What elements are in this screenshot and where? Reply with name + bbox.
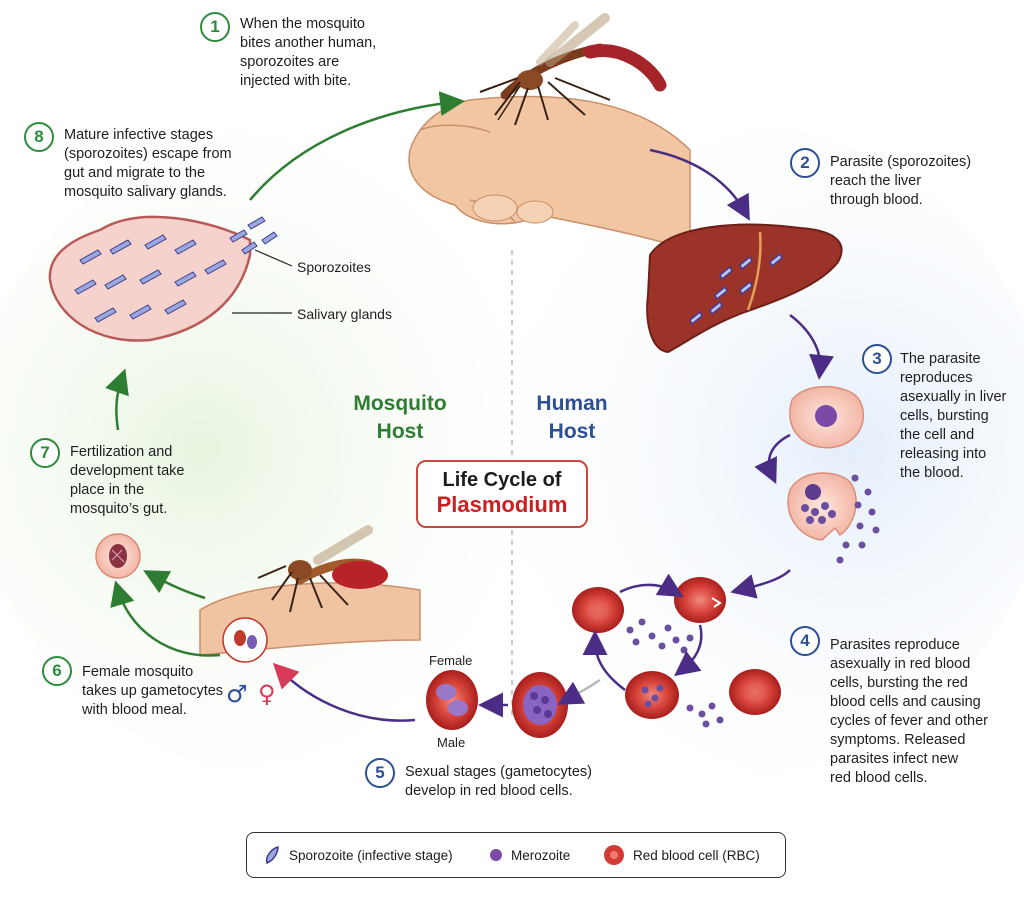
rbc-icon — [604, 845, 624, 865]
step-3-number: 3 — [862, 344, 892, 374]
arrow-2-to-3 — [789, 314, 834, 380]
title-line-2: Plasmodium — [436, 492, 568, 517]
gametocyte-cells — [426, 670, 568, 738]
step-1-number: 1 — [200, 12, 230, 42]
rbc-cycle-illustration — [572, 577, 781, 728]
salivary-gland-illustration — [48, 215, 293, 342]
arrow-rbc-infect — [619, 573, 684, 598]
female-label: Female — [429, 653, 473, 668]
legend-item-rbc: Red blood cell (RBC) — [603, 833, 760, 877]
step-1-text: When the mosquito bites another human, s… — [240, 16, 377, 89]
sporozoite-icon — [265, 846, 279, 864]
mosquito-top-illustration — [479, 13, 667, 126]
arrow-rbc-release — [582, 630, 626, 691]
title-line-1: Life Cycle of — [442, 469, 562, 491]
legend-item-merozoite: Merozoite — [489, 833, 570, 877]
male-symbol: ♂ — [226, 680, 248, 708]
legend: Sporozoite (infective stage) Merozoite R… — [246, 832, 786, 878]
salivary-glands-label: Salivary glands — [297, 306, 392, 322]
male-label: Male — [437, 735, 466, 750]
step-5-text: Sexual stages (gametocytes) develop in r… — [405, 764, 592, 799]
step-4-text: Parasites reproduce asexually in red blo… — [830, 637, 988, 786]
fertilized-cell — [95, 533, 141, 579]
legend-label-sporozoite: Sporozoite (infective stage) — [289, 847, 453, 863]
step-6-text: Female mosquito takes up gametocytes wit… — [82, 664, 224, 718]
step-2-text: Parasite (sporozoites) reach the liver t… — [830, 154, 972, 208]
step-3-text: The parasite reproduces asexually in liv… — [900, 351, 1007, 481]
arrow-3-to-4 — [730, 569, 791, 599]
sporozoites-label: Sporozoites — [297, 259, 371, 275]
human-host-label: Human Host — [536, 392, 608, 443]
legend-label-rbc: Red blood cell (RBC) — [633, 847, 760, 863]
step-5-number: 5 — [365, 758, 395, 788]
arrow-5-to-6 — [272, 662, 416, 722]
arrow-7-to-8 — [105, 368, 129, 431]
step-8-text: Mature infective stages (sporozoites) es… — [64, 127, 232, 200]
step-7-number: 7 — [30, 438, 60, 468]
arrow-to-gametocyte — [557, 678, 601, 705]
legend-label-merozoite: Merozoite — [511, 847, 571, 863]
step-7-text: Fertilization and development take place… — [70, 444, 185, 517]
merozoite-icon — [490, 849, 502, 861]
female-symbol: ♀ — [258, 680, 276, 708]
step-4-number: 4 — [790, 626, 820, 656]
arrow-8-to-1 — [249, 91, 465, 201]
title-box: Life Cycle of Plasmodium — [416, 460, 588, 528]
step-8-number: 8 — [24, 122, 54, 152]
liver-cell-bursting — [787, 472, 880, 564]
step-2-number: 2 — [790, 148, 820, 178]
mosquito-host-label: Mosquito Host — [353, 392, 447, 443]
liver-cell-intact — [789, 385, 865, 449]
step-6-number: 6 — [42, 656, 72, 686]
human-host-background — [390, 120, 1024, 780]
legend-item-sporozoite: Sporozoite (infective stage) — [263, 833, 453, 877]
cycle-arrows — [105, 91, 834, 722]
mosquito-feeding-illustration — [199, 525, 421, 663]
arrow-6-to-cell — [143, 570, 206, 600]
liver-illustration — [646, 223, 843, 354]
arrow-rbc-burst — [674, 624, 703, 677]
arrow-liver-burst — [754, 433, 791, 485]
arrow-6-to-7 — [110, 580, 221, 657]
hand-illustration — [408, 95, 691, 252]
arrow-1-to-2 — [649, 148, 750, 221]
